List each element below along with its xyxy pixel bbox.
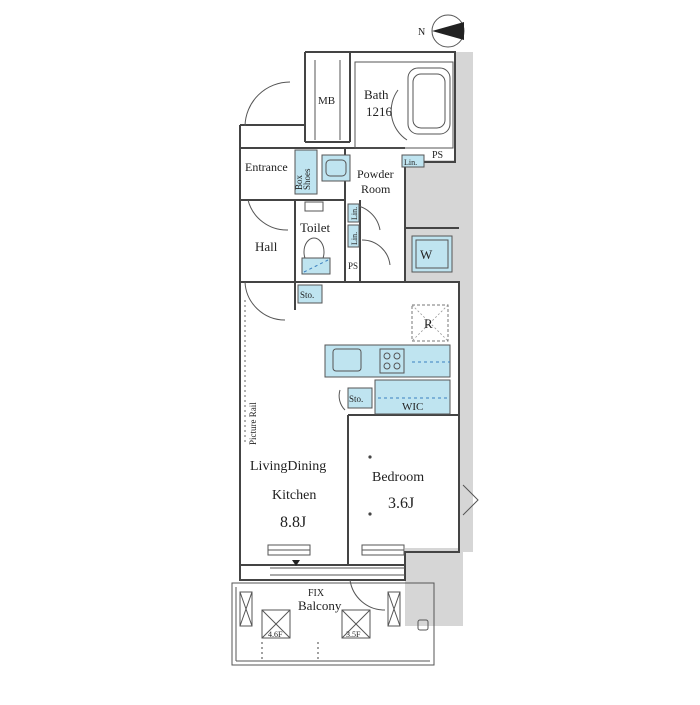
ldk-label-2: Kitchen — [272, 488, 316, 503]
interior-walls — [240, 147, 459, 565]
ps-top: Lin. PS — [401, 150, 443, 168]
balcony-label: Balcony — [298, 598, 342, 613]
bedroom-room: Bedroom 3.6J — [368, 455, 424, 516]
lin-top-label: Lin. — [404, 158, 417, 167]
kitchen-counter — [324, 344, 451, 378]
storage-hall: Sto. — [297, 284, 323, 304]
bath-size-label: 1216 — [366, 104, 393, 119]
hall-label: Hall — [255, 239, 278, 254]
compass-north-label: N — [418, 27, 425, 38]
bedroom-size-label: 3.6J — [388, 495, 414, 512]
ac-right-label: 3.5F — [346, 630, 361, 639]
wall-right-shade — [459, 282, 473, 552]
wic-label: WIC — [402, 401, 423, 413]
shoes-box-label-1: Shoes — [302, 168, 312, 190]
refrigerator: R — [411, 304, 449, 342]
powder-room-label-2: Room — [361, 182, 391, 196]
washer: W — [411, 235, 453, 273]
entrance-label: Entrance — [245, 160, 288, 174]
bath-label: Bath — [364, 87, 389, 102]
mb-cabinet: MB — [314, 60, 341, 140]
refrigerator-label: R — [424, 316, 433, 331]
ac-left-label: 4.6F — [268, 630, 283, 639]
ps-toilet-label: PS — [348, 261, 358, 271]
ldk-room: LivingDining Kitchen 8.8J — [250, 459, 326, 531]
powder-room-label-1: Powder — [357, 167, 394, 181]
powder-room: Powder Room — [321, 154, 394, 196]
shoes-box-label-2: Box — [294, 174, 304, 190]
balcony: FIX Balcony 4.6F 3.5F — [231, 582, 435, 666]
ps-top-label: PS — [432, 150, 443, 161]
balcony-windows — [267, 544, 405, 576]
bath-room: Bath 1216 — [354, 61, 454, 149]
picture-rail: Picture Rail — [244, 300, 258, 445]
mb-label: MB — [318, 95, 335, 107]
compass: N — [418, 14, 465, 48]
bedroom-label: Bedroom — [372, 470, 424, 485]
washer-label: W — [420, 247, 433, 262]
toilet-label: Toilet — [300, 220, 331, 235]
picture-rail-label: Picture Rail — [248, 402, 258, 445]
ldk-size-label: 8.8J — [280, 514, 306, 531]
storage-wic-label: Sto. — [349, 394, 363, 404]
lin-toilet-upper-label: Lin. — [350, 207, 359, 220]
toilet-room: Toilet Lin. Lin. PS — [300, 201, 360, 275]
lin-toilet-lower-label: Lin. — [350, 232, 359, 245]
storage-hall-label: Sto. — [300, 290, 314, 300]
walk-in-closet: Sto. WIC — [347, 379, 451, 415]
fix-label: FIX — [308, 588, 325, 599]
shoes-box: Shoes Box — [294, 149, 318, 195]
column-top-right — [455, 52, 473, 162]
ldk-label-1: LivingDining — [250, 459, 326, 474]
